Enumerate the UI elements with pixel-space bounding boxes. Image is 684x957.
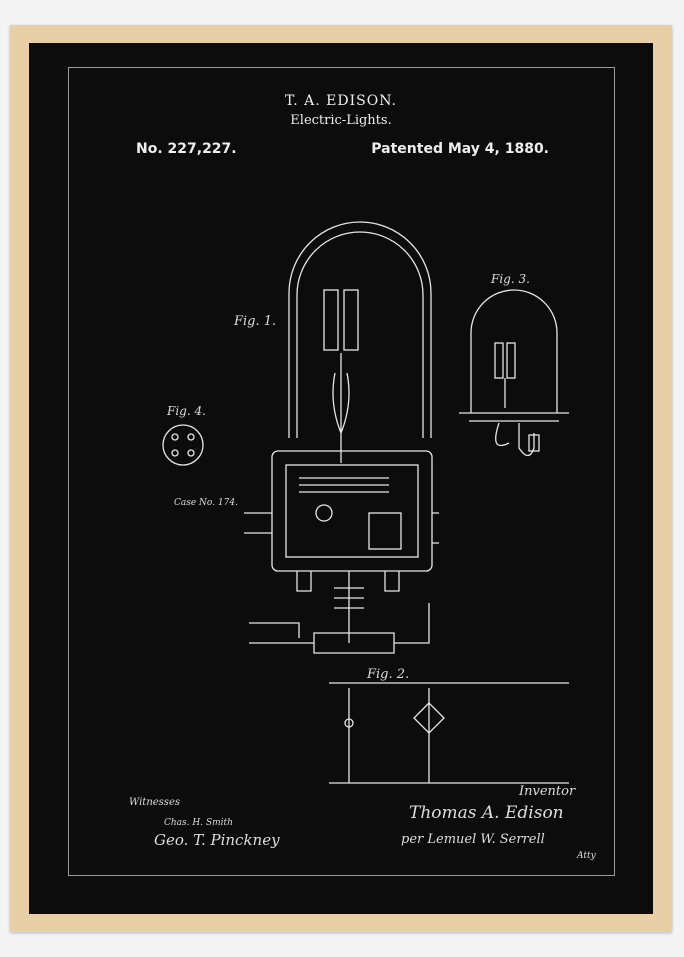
fig-3-label: Fig. 3.	[490, 272, 530, 286]
patent-poster: T. A. EDISON. Electric-Lights. No. 227,2…	[29, 43, 653, 914]
witness-1: Chas. H. Smith	[164, 818, 233, 828]
witness-2: Geo. T. Pinckney	[154, 831, 280, 849]
inventor-signature: Thomas A. Edison	[409, 803, 564, 823]
fig-4-label: Fig. 4.	[166, 404, 206, 418]
fig-2-label: Fig. 2.	[366, 667, 409, 682]
inventor-header: T. A. EDISON.	[284, 93, 398, 109]
glass-globe	[288, 221, 432, 438]
attorney-signature: per Lemuel W. Serrell	[401, 832, 545, 847]
wooden-frame: T. A. EDISON. Electric-Lights. No. 227,2…	[10, 25, 672, 932]
invention-title: Electric-Lights.	[290, 113, 392, 128]
figure-3-bulb	[470, 289, 558, 413]
patent-number: No. 227,227.	[136, 141, 237, 157]
figure-4-plate	[162, 424, 204, 466]
attorney-suffix: Atty	[576, 851, 597, 861]
coil-right	[343, 289, 359, 351]
coil-left	[323, 289, 339, 351]
figure-2-circuit	[329, 682, 569, 784]
patent-date: Patented May 4, 1880.	[371, 141, 549, 157]
poster-inner-border	[68, 67, 615, 876]
case-note: Case No. 174.	[174, 498, 238, 508]
base-housing	[271, 450, 433, 572]
fig-1-label: Fig. 1.	[233, 314, 276, 329]
witnesses-label: Witnesses	[129, 797, 180, 808]
inventor-label: Inventor	[518, 784, 576, 799]
patent-drawing: Fig. 1. Fig. 2. Fig. 3. Fig. 4. Case No.…	[129, 221, 597, 861]
